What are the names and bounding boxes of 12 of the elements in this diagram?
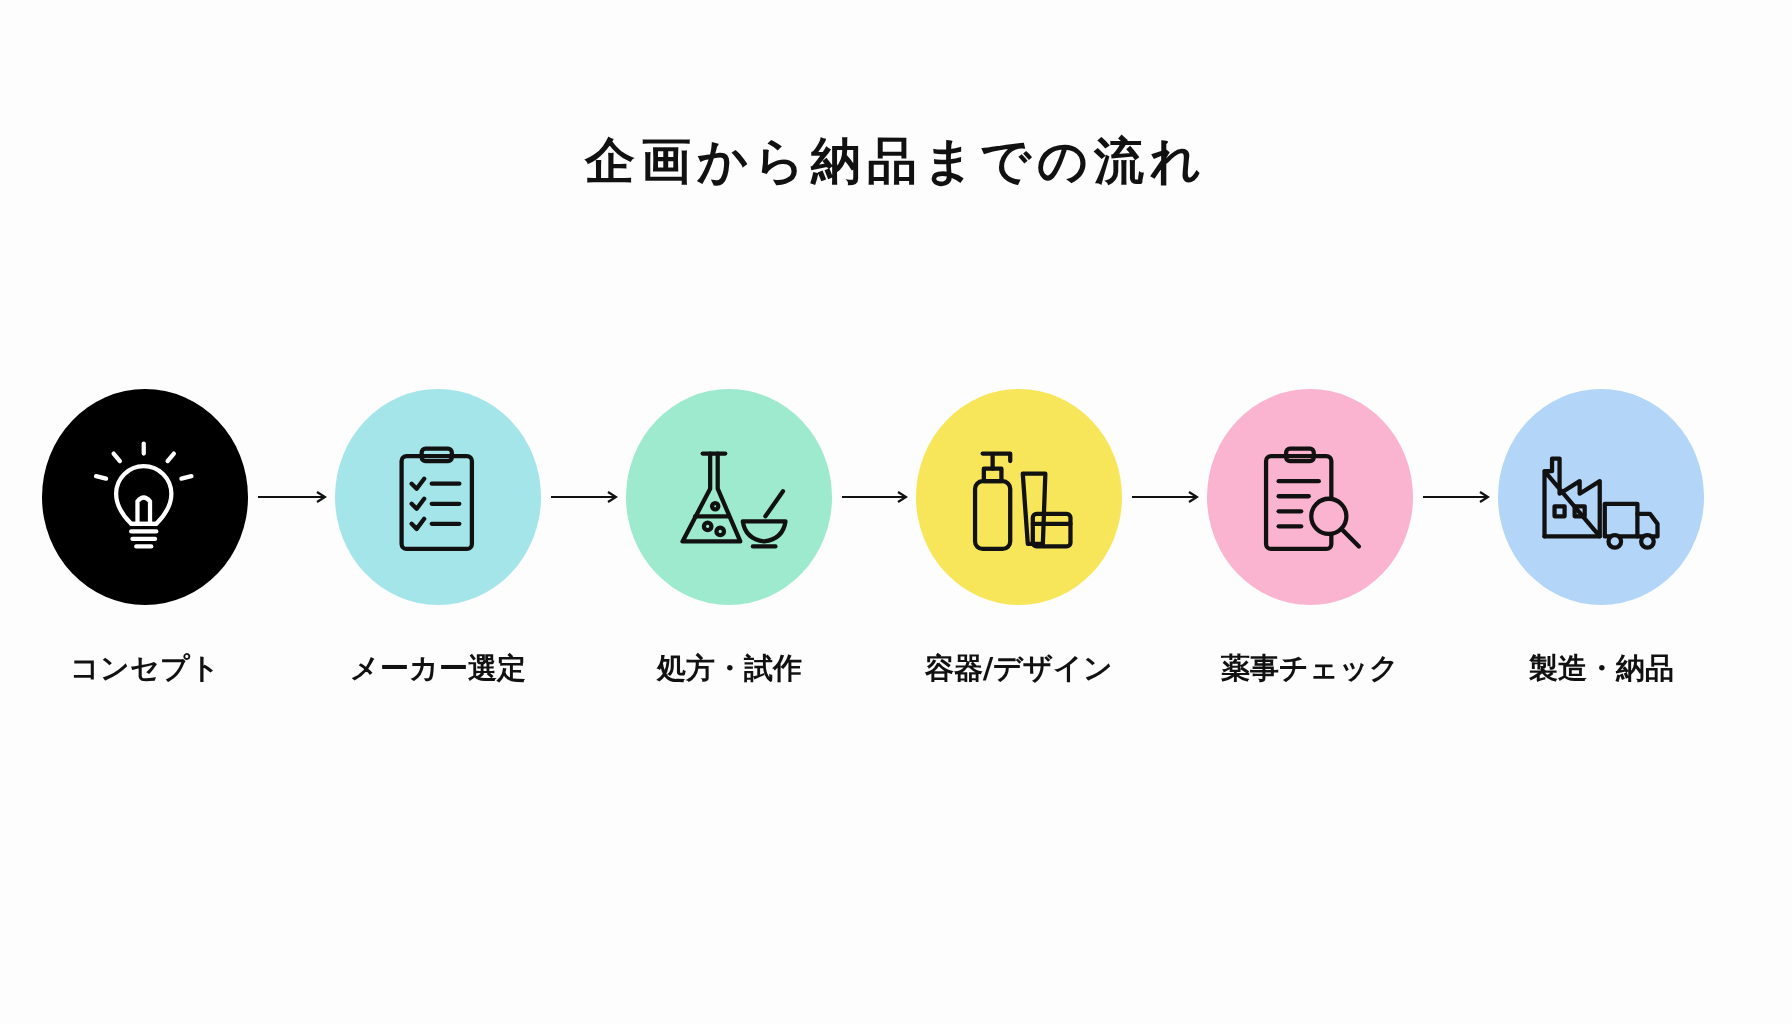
arrow xyxy=(1423,490,1490,504)
arrow xyxy=(842,490,908,504)
arrow xyxy=(1132,490,1199,504)
step-label: コンセプト xyxy=(69,650,221,687)
step-label: 処方・試作 xyxy=(655,650,803,687)
arrow xyxy=(258,490,327,504)
arrow xyxy=(551,490,618,504)
step-label: 薬事チェック xyxy=(1220,650,1400,687)
step-label: 製造・納品 xyxy=(1527,650,1675,687)
title: 企画から納品までの流れ xyxy=(583,131,1208,192)
step-label: メーカー選定 xyxy=(349,650,527,687)
step-label: 容器/デザイン xyxy=(923,650,1115,687)
